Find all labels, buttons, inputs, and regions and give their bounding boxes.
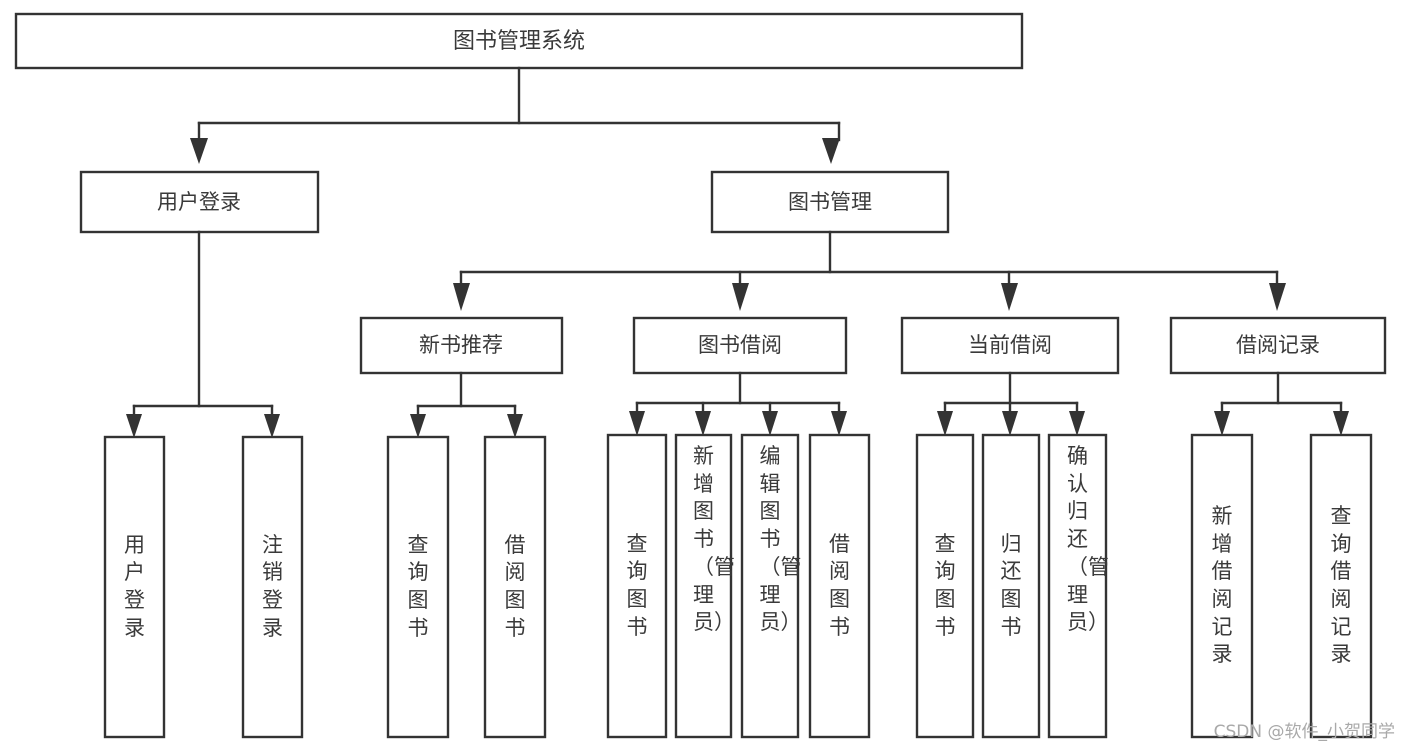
node-current-borrow[interactable]: 当前借阅	[900, 316, 1120, 375]
arrow-book-borrow-leaf-1	[629, 411, 645, 436]
connector-current-borrow-to-leaves	[937, 371, 1085, 436]
arrow-book-borrow-leaf-2	[695, 411, 711, 436]
arrow-to-book-manage	[822, 138, 840, 164]
arrow-to-borrow-record	[1269, 283, 1286, 311]
arrow-to-new-book	[453, 283, 470, 311]
leaf-box-confirm-return[interactable]	[1047, 433, 1108, 739]
connector-book-manage-to-level3	[453, 230, 1286, 311]
arrow-current-borrow-leaf-2	[1002, 411, 1018, 436]
arrow-to-user-login	[190, 138, 208, 164]
arrow-new-book-leaf-2	[507, 414, 523, 438]
arrow-to-current-borrow	[1001, 283, 1018, 311]
arrow-current-borrow-leaf-1	[937, 411, 953, 436]
leaf-box-borrow-book-bb[interactable]	[808, 433, 871, 739]
arrow-book-borrow-leaf-3	[762, 411, 778, 436]
leaf-box-user-login[interactable]	[103, 435, 166, 739]
leaf-box-query-book-bb[interactable]	[606, 433, 668, 739]
user-login-box-rect	[79, 170, 320, 234]
book-manage-label: 图书管理	[788, 190, 872, 214]
arrow-book-borrow-leaf-4	[831, 411, 847, 436]
arrow-to-book-borrow	[732, 283, 749, 311]
arrow-new-book-leaf-1	[410, 414, 426, 438]
node-root[interactable]: 图书管理系统	[14, 12, 1024, 70]
leaf-box-edit-book[interactable]	[740, 433, 800, 739]
arrow-current-borrow-leaf-3	[1069, 411, 1085, 436]
node-borrow-record[interactable]: 借阅记录	[1169, 316, 1387, 375]
borrow-record-label: 借阅记录	[1236, 333, 1320, 357]
leaf-box-borrow-book-nb[interactable]	[483, 435, 547, 739]
leaf-box-add-book[interactable]	[674, 433, 733, 739]
book-borrow-label: 图书借阅	[698, 333, 782, 357]
user-login-label: 用户登录	[157, 190, 241, 214]
leaf-box-add-record[interactable]	[1190, 433, 1254, 739]
node-user-login[interactable]: 用户登录	[79, 170, 320, 234]
root-label: 图书管理系统	[453, 29, 585, 54]
connector-borrow-record-to-leaves	[1214, 371, 1349, 436]
connector-new-book-to-leaves	[410, 371, 523, 438]
new-book-label: 新书推荐	[419, 333, 503, 357]
connector-user-login-to-leaves	[126, 230, 280, 438]
connector-root-to-level2	[190, 66, 841, 164]
leaf-box-logout[interactable]	[241, 435, 304, 739]
arrow-user-login-leaf-1	[126, 414, 142, 438]
root-box-rect	[14, 12, 1024, 70]
current-borrow-box-rect	[900, 316, 1120, 375]
leaf-box-return-book[interactable]	[981, 433, 1041, 739]
new-book-box-rect	[359, 316, 564, 375]
arrow-borrow-record-leaf-1	[1214, 411, 1230, 436]
arrow-user-login-leaf-2	[264, 414, 280, 438]
leaf-box-query-book-cb[interactable]	[915, 433, 975, 739]
arrow-borrow-record-leaf-2	[1333, 411, 1349, 436]
connector-book-borrow-to-leaves	[629, 371, 847, 436]
node-book-manage[interactable]: 图书管理	[710, 170, 950, 234]
leaf-box-query-record[interactable]	[1309, 433, 1373, 739]
current-borrow-label: 当前借阅	[968, 333, 1052, 357]
node-new-book-recommend[interactable]: 新书推荐	[359, 316, 564, 375]
node-book-borrow[interactable]: 图书借阅	[632, 316, 848, 375]
leaf-box-query-book-nb[interactable]	[386, 435, 450, 739]
